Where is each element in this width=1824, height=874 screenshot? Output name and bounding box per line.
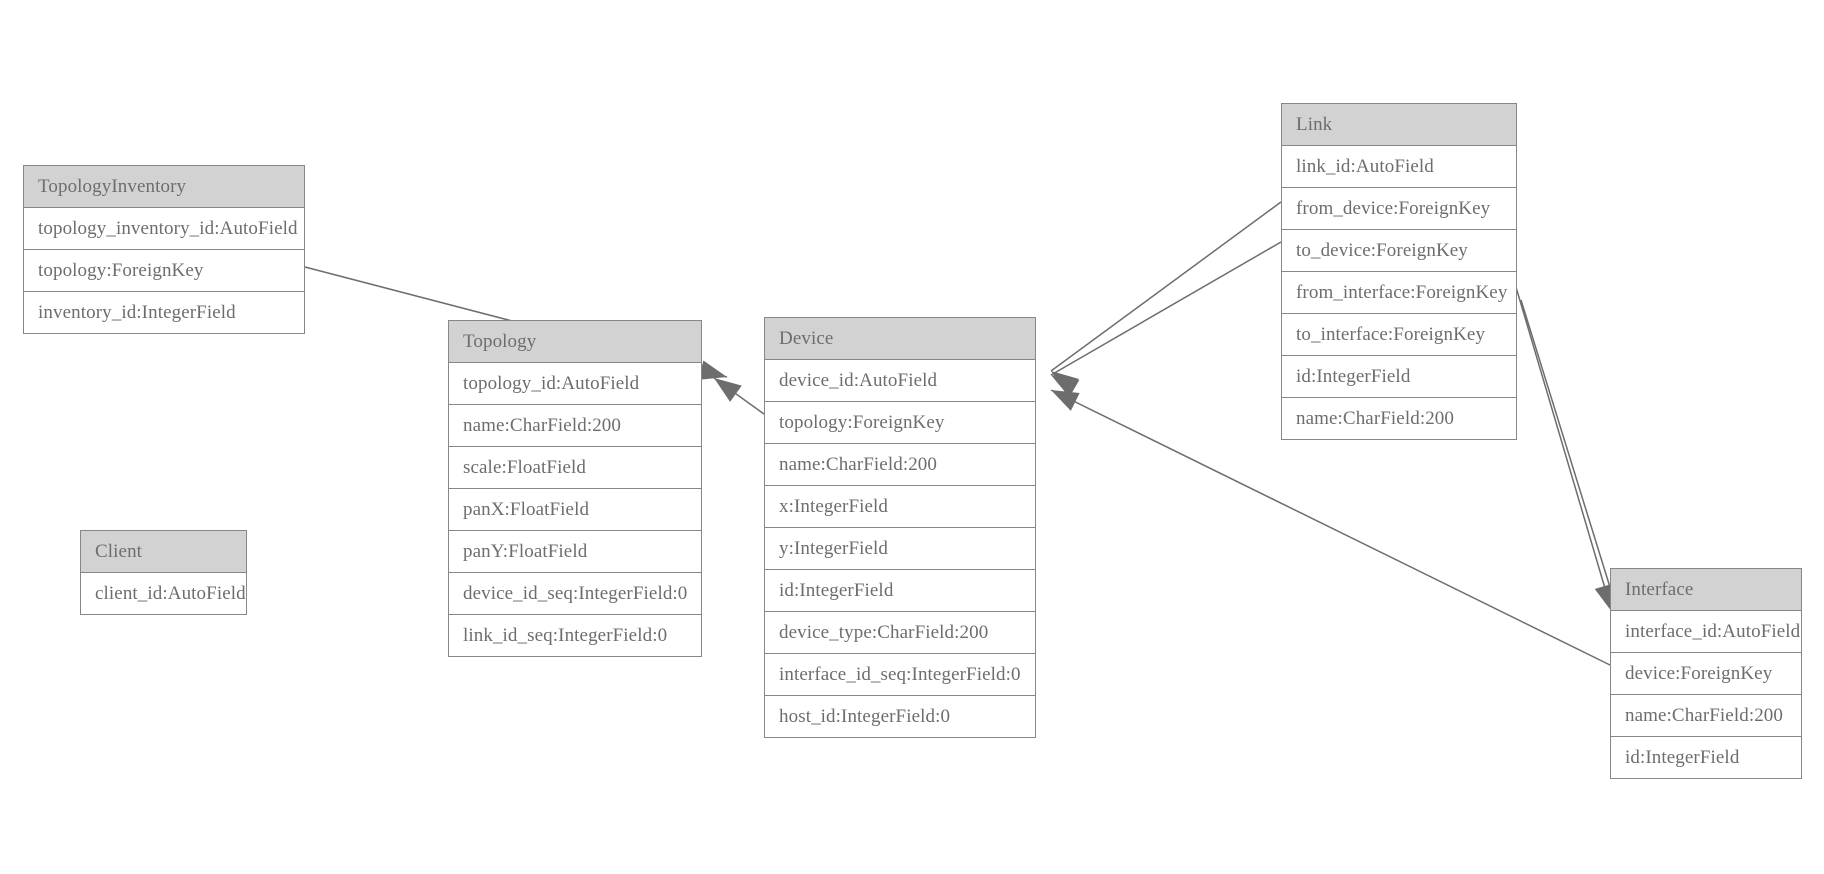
entity-field: link_id:AutoField <box>1282 146 1516 188</box>
entity-field: name:CharField:200 <box>1611 695 1801 737</box>
entity-field: link_id_seq:IntegerField:0 <box>449 615 701 657</box>
entity-field: interface_id_seq:IntegerField:0 <box>765 654 1035 696</box>
arrowhead-interface-device <box>1051 390 1080 411</box>
entity-field: topology_inventory_id:AutoField <box>24 208 304 250</box>
entity-field: to_interface:ForeignKey <box>1282 314 1516 356</box>
entity-field: inventory_id:IntegerField <box>24 292 304 334</box>
entity-field: scale:FloatField <box>449 447 701 489</box>
entity-field: id:IntegerField <box>765 570 1035 612</box>
edge-link-from-interface <box>1512 276 1613 613</box>
entity-field: name:CharField:200 <box>765 444 1035 486</box>
entity-title-interface: Interface <box>1611 569 1801 611</box>
arrowhead-device-topology <box>714 378 742 402</box>
entity-field: to_device:ForeignKey <box>1282 230 1516 272</box>
entity-field: host_id:IntegerField:0 <box>765 696 1035 738</box>
entity-field: name:CharField:200 <box>1282 398 1516 440</box>
entity-field: topology_id:AutoField <box>449 363 701 405</box>
entity-field: device_id_seq:IntegerField:0 <box>449 573 701 615</box>
entity-field: panX:FloatField <box>449 489 701 531</box>
entity-field: device:ForeignKey <box>1611 653 1801 695</box>
entity-field: id:IntegerField <box>1282 356 1516 398</box>
entity-field: panY:FloatField <box>449 531 701 573</box>
entity-field: topology:ForeignKey <box>24 250 304 292</box>
entity-field: name:CharField:200 <box>449 405 701 447</box>
entity-field: device_id:AutoField <box>765 360 1035 402</box>
entity-field: topology:ForeignKey <box>765 402 1035 444</box>
entity-field: from_device:ForeignKey <box>1282 188 1516 230</box>
edge-device-topology <box>713 377 765 415</box>
entity-field: interface_id:AutoField <box>1611 611 1801 653</box>
arrowhead-link-to-device <box>1051 375 1080 398</box>
edge-link-from-device <box>1050 201 1282 372</box>
arrowhead-link-from-device <box>1051 371 1079 396</box>
entity-field: id:IntegerField <box>1611 737 1801 779</box>
entity-field: client_id:AutoField <box>81 573 246 615</box>
entity-title-client: Client <box>81 531 246 573</box>
entity-title-topologyinventory: TopologyInventory <box>24 166 304 208</box>
entity-field: x:IntegerField <box>765 486 1035 528</box>
entity-field: device_type:CharField:200 <box>765 612 1035 654</box>
edge-link-to-device <box>1050 241 1282 376</box>
edge-link-to-interface <box>1520 299 1619 614</box>
arrowhead-topologyinventory-topology <box>698 360 727 380</box>
entity-title-device: Device <box>765 318 1035 360</box>
entity-field: from_interface:ForeignKey <box>1282 272 1516 314</box>
entity-title-topology: Topology <box>449 321 701 363</box>
entity-title-link: Link <box>1282 104 1516 146</box>
entity-field: y:IntegerField <box>765 528 1035 570</box>
